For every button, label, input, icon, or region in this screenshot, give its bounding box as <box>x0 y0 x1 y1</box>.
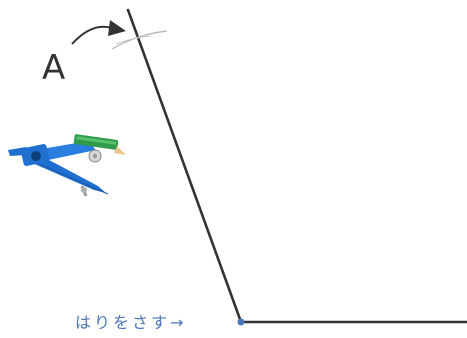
needle-point-marker <box>237 318 245 326</box>
construction-arc-1 <box>111 30 168 50</box>
construction-arc-2 <box>115 35 151 45</box>
needle-instruction-label: はりをさす→ <box>75 313 186 332</box>
ray-upper <box>126 8 243 324</box>
curved-arrow-icon <box>71 20 126 45</box>
point-label-a: A <box>42 48 65 88</box>
compass-icon <box>8 134 126 197</box>
